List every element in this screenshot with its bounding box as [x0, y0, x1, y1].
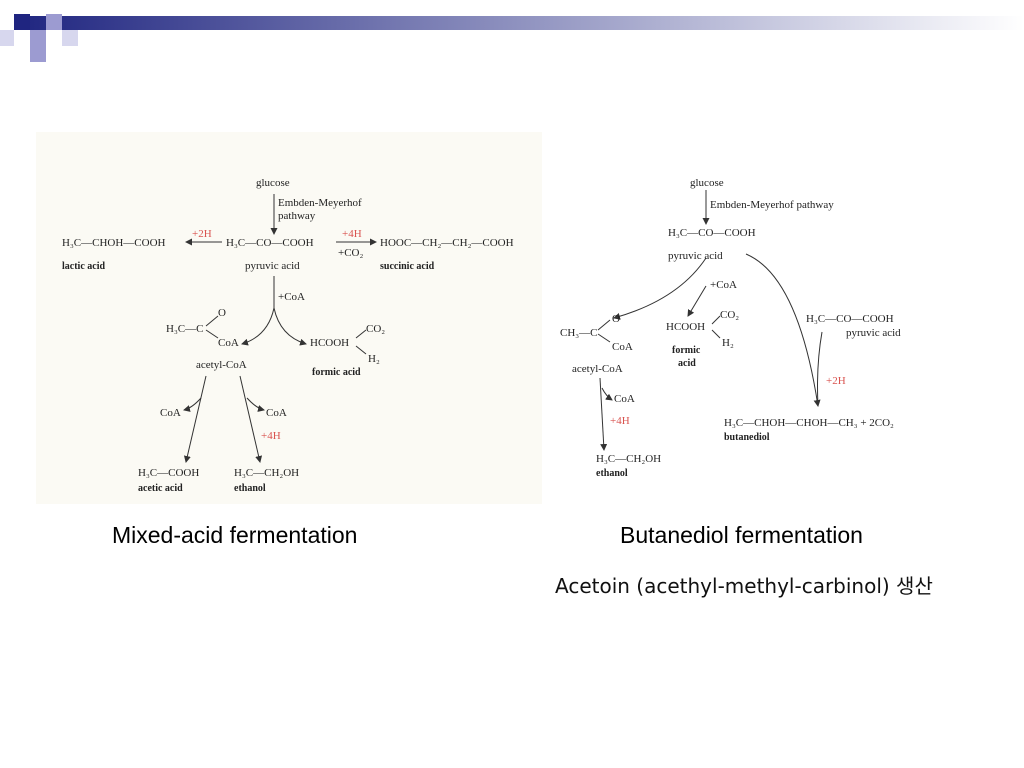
formic-formula: HCOOH — [666, 321, 705, 333]
glucose-label: glucose — [690, 177, 724, 189]
succinic-formula: HOOC—CH₂—CH₂—COOH — [380, 237, 514, 249]
ethanol-reagent: +4H — [610, 415, 630, 427]
ethanol-formula: H₃C—CH₂OH — [596, 453, 661, 465]
formic-name: formic — [672, 345, 701, 356]
butanediol-caption: Butanediol fermentation — [620, 522, 863, 548]
butanediol-name: butanediol — [724, 432, 770, 443]
acetyl-coa: CoA — [218, 337, 239, 349]
acetic-name: acetic acid — [138, 483, 183, 494]
bond-formic-co2 — [711, 315, 721, 325]
pyruvate-formula: H₃C—CO—COOH — [668, 227, 756, 239]
pyruvate-name: pyruvic acid — [668, 250, 723, 262]
arrow-ethanol-coa-branch — [246, 397, 265, 412]
bond-formic-co2 — [355, 329, 367, 339]
glucose-label: glucose — [256, 177, 290, 189]
bond-acetyl-coa — [205, 329, 219, 339]
butanediol-diagram: glucose Embden-Meyerhof pathway H₃C—CO—C… — [548, 166, 948, 486]
mixed-acid-caption: Mixed-acid fermentation — [112, 522, 358, 548]
acetyl-o: O — [612, 313, 620, 325]
acetic-coa: CoA — [160, 407, 181, 419]
bond-acetyl-coa — [597, 333, 611, 343]
formic-name: acid — [678, 358, 696, 369]
deco-square — [30, 46, 46, 62]
arrow-ethanol-coa-branch — [601, 387, 613, 401]
arrow-pyruvate-to-acetyl — [613, 257, 707, 320]
acetyl-coa-name: acetyl-CoA — [572, 363, 623, 375]
ethanol-name: ethanol — [234, 483, 266, 494]
acetic-formula: H₃C—COOH — [138, 467, 199, 479]
formic-formula: HCOOH — [310, 337, 349, 349]
formic-h2: H₂ — [368, 353, 380, 365]
header-decoration — [0, 14, 1024, 62]
formic-h2: H₂ — [722, 337, 734, 349]
pathway-label: Embden-Meyerhof — [278, 197, 362, 209]
bond-acetyl-o — [597, 319, 611, 331]
pyruvate2-formula: H₃C—CO—COOH — [806, 313, 894, 325]
butanediol-reagent: +2H — [826, 375, 846, 387]
deco-square — [14, 14, 30, 30]
deco-square — [0, 30, 14, 46]
formic-co2: CO₂ — [366, 323, 385, 335]
butanediol-formula: H₃C—CHOH—CHOH—CH₃ + 2CO₂ — [724, 417, 894, 429]
bond-formic-h2 — [711, 329, 721, 339]
succinic-reagent: +4H — [342, 228, 362, 240]
ethanol-name: ethanol — [596, 468, 628, 479]
acetyl-formula: H₃C—C — [166, 323, 203, 335]
arrow-to-formic — [273, 307, 307, 346]
pyruvate2-name: pyruvic acid — [846, 327, 901, 339]
acetyl-o: O — [218, 307, 226, 319]
arrow-acetyl-to-ethanol — [239, 375, 263, 463]
pyruvate-formula: H₃C—CO—COOH — [226, 237, 314, 249]
pathway-label: pathway — [278, 210, 316, 222]
formic-co2: CO₂ — [720, 309, 739, 321]
lactic-name: lactic acid — [62, 261, 105, 272]
arrow-pyruvate-to-butanediol — [745, 253, 821, 407]
acetyl-coa-name: acetyl-CoA — [196, 359, 247, 371]
acetyl-coa: CoA — [612, 341, 633, 353]
succinic-name: succinic acid — [380, 261, 435, 272]
arrow-to-acetyl-coa — [241, 307, 275, 346]
ethanol-formula: H₃C—CH₂OH — [234, 467, 299, 479]
formic-name: formic acid — [312, 367, 361, 378]
acetoin-note: Acetoin (acethyl-methyl-carbinol) 생산 — [555, 574, 933, 598]
lactic-formula: H₃C—CHOH—COOH — [62, 237, 166, 249]
arrow-acetic-coa-branch — [183, 397, 202, 412]
bond-acetyl-o — [205, 315, 219, 327]
lactic-reagent: +2H — [192, 228, 212, 240]
arrow-pyruvate2-to-butanediol — [817, 331, 823, 407]
ethanol-reagent: +4H — [261, 430, 281, 442]
bond-formic-h2 — [355, 345, 367, 355]
pyruvate-name: pyruvic acid — [245, 260, 300, 272]
arrow-acetyl-to-ethanol — [599, 377, 608, 451]
header-gradient-bar — [14, 16, 1024, 30]
arrow-acetyl-to-acetic — [183, 375, 207, 463]
acetyl-formula: CH₃—C — [560, 327, 597, 339]
succinic-reagent: +CO₂ — [338, 247, 363, 259]
mixed-acid-diagram: glucose Embden-Meyerhof pathway H₃C—CO—C… — [36, 132, 542, 504]
deco-square — [62, 30, 78, 46]
deco-square — [30, 30, 46, 46]
coa-reagent: +CoA — [710, 279, 737, 291]
ethanol-coa: CoA — [266, 407, 287, 419]
coa-reagent: +CoA — [278, 291, 305, 303]
ethanol-coa: CoA — [614, 393, 635, 405]
pathway-label: Embden-Meyerhof pathway — [710, 199, 834, 211]
arrow-pyruvate-to-formic — [687, 285, 707, 317]
deco-square — [46, 14, 62, 30]
